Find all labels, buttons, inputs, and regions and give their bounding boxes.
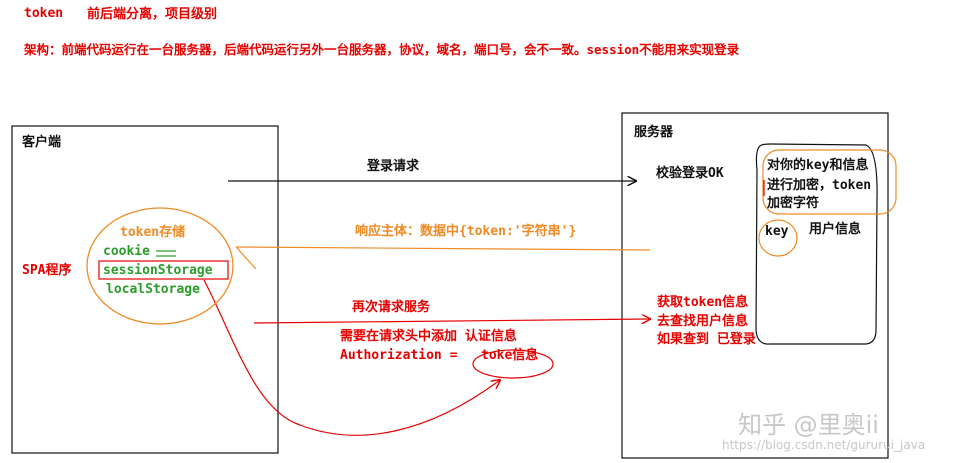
header-token-desc: 前后端分离，项目级别 bbox=[87, 7, 218, 22]
auth-token-ellipse bbox=[472, 349, 554, 379]
watermark-url: https://blog.csdn.net/gururui_java bbox=[722, 438, 926, 452]
encrypt-box bbox=[762, 149, 897, 215]
key-ellipse bbox=[758, 219, 798, 257]
storage-item-local: localStorage bbox=[106, 282, 200, 297]
header-note: 需要在请求头中添加 认证信息 bbox=[340, 329, 517, 344]
encrypt-line-2: 进行加密，token bbox=[767, 178, 872, 193]
client-box bbox=[11, 125, 279, 454]
watermark-brand: 知乎 @里奥ii bbox=[738, 411, 879, 439]
storage-title: token存储 bbox=[120, 225, 186, 240]
second-request-label: 再次请求服务 bbox=[352, 300, 431, 315]
server-box bbox=[621, 112, 889, 459]
response-tick-a bbox=[235, 246, 257, 270]
lookup-line-2: 去查找用户信息 bbox=[657, 314, 749, 329]
lookup-line-1: 获取token信息 bbox=[657, 295, 749, 310]
encrypt-line-1: 对你的key和信息 bbox=[767, 158, 869, 173]
server-title: 服务器 bbox=[634, 125, 674, 140]
session-storage-highlight bbox=[98, 260, 229, 280]
server-inner-box bbox=[755, 143, 878, 345]
login-request-label: 登录请求 bbox=[367, 159, 420, 174]
spa-label: SPA程序 bbox=[22, 263, 72, 278]
storage-item-session: sessionStorage bbox=[103, 263, 213, 278]
auth-prefix: Authorization = bbox=[340, 348, 458, 363]
auth-curve-arrow bbox=[203, 279, 500, 436]
header-token-label: token bbox=[24, 6, 64, 21]
lookup-line-3: 如果查到 已登录 bbox=[657, 332, 756, 347]
encrypt-line-3: 加密字符 bbox=[767, 196, 820, 211]
auth-token: toke信息 bbox=[481, 348, 539, 363]
response-line bbox=[235, 246, 651, 251]
storage-item-cookie: cookie bbox=[103, 244, 150, 259]
client-title: 客户端 bbox=[22, 135, 62, 150]
response-label: 响应主体：数据中{token:'字符串'} bbox=[355, 224, 577, 239]
storage-ellipse bbox=[86, 207, 234, 325]
user-info-label: 用户信息 bbox=[809, 222, 862, 237]
key-label: key bbox=[765, 224, 789, 239]
second-request-arrow bbox=[253, 319, 650, 323]
header-architecture: 架构：前端代码运行在一台服务器，后端代码运行另外一台服务器，协议，域名，端口号，… bbox=[24, 42, 740, 57]
verify-label: 校验登录OK bbox=[656, 166, 724, 181]
